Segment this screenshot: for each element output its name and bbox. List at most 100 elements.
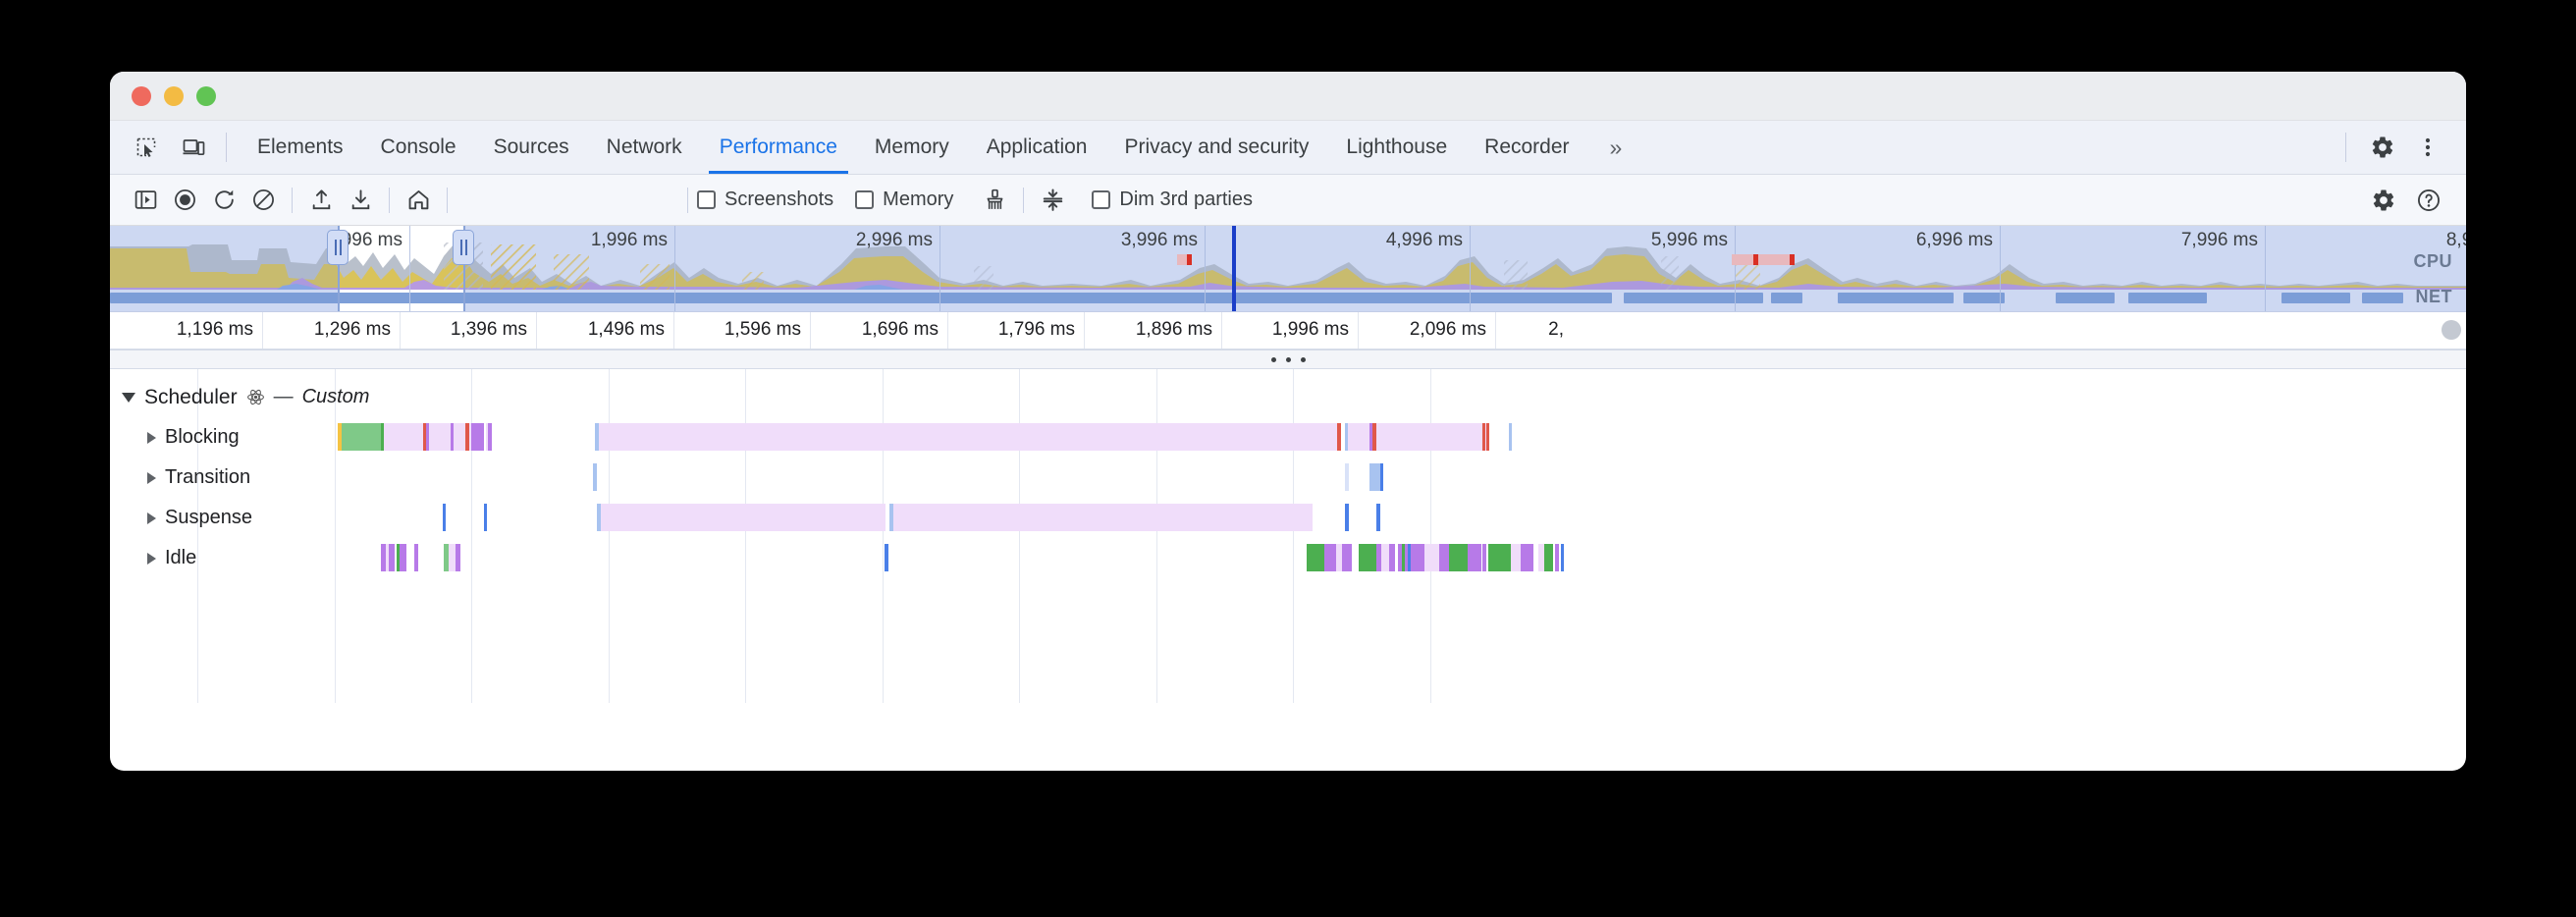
flame-span[interactable] — [384, 423, 423, 451]
flame-span[interactable] — [1380, 463, 1383, 491]
inspect-element-icon[interactable] — [126, 127, 167, 168]
flame-span[interactable] — [1555, 544, 1559, 571]
flame-span[interactable] — [1521, 544, 1533, 571]
flame-span[interactable] — [342, 423, 381, 451]
save-profile-icon[interactable] — [341, 181, 380, 220]
tab-memory[interactable]: Memory — [874, 135, 949, 158]
flame-span[interactable] — [1482, 423, 1485, 451]
flame-span[interactable] — [1424, 544, 1439, 571]
flame-span[interactable] — [1324, 544, 1336, 571]
flame-span[interactable] — [601, 504, 886, 531]
timing-marker[interactable] — [1187, 254, 1192, 265]
flame-span[interactable] — [595, 423, 599, 451]
flame-span[interactable] — [1376, 504, 1380, 531]
flame-span[interactable] — [1405, 544, 1408, 571]
flame-span[interactable] — [1561, 544, 1564, 571]
timing-marker[interactable] — [1790, 254, 1795, 265]
more-vertical-icon[interactable] — [2407, 127, 2448, 168]
tab-network[interactable]: Network — [606, 135, 682, 158]
track-row[interactable]: Idle — [110, 538, 2466, 578]
timing-marker[interactable] — [1732, 254, 1753, 265]
chevron-down-icon[interactable] — [122, 392, 135, 403]
flame-span[interactable] — [465, 423, 469, 451]
flame-span[interactable] — [1402, 544, 1405, 571]
flame-span[interactable] — [454, 423, 465, 451]
flame-span[interactable] — [456, 544, 460, 571]
flame-span[interactable] — [471, 423, 484, 451]
flame-span[interactable] — [1376, 544, 1381, 571]
flame-span[interactable] — [1342, 544, 1352, 571]
flame-span[interactable] — [597, 504, 601, 531]
timing-marker[interactable] — [1753, 254, 1758, 265]
track-label-suspense[interactable]: Suspense — [147, 498, 252, 538]
track-row[interactable]: Suspense — [110, 498, 2466, 538]
flame-span[interactable] — [1468, 544, 1481, 571]
flame-span[interactable] — [889, 504, 893, 531]
flame-span[interactable] — [469, 423, 471, 451]
tab-console[interactable]: Console — [380, 135, 456, 158]
flame-span[interactable] — [386, 544, 389, 571]
flame-span[interactable] — [338, 423, 342, 451]
flame-span[interactable] — [1372, 423, 1376, 451]
flame-span[interactable] — [414, 544, 418, 571]
flame-span[interactable] — [1348, 423, 1369, 451]
memory-checkbox-box[interactable] — [855, 190, 875, 209]
flame-span[interactable] — [1345, 504, 1349, 531]
close-window-button[interactable] — [132, 85, 151, 106]
screenshots-checkbox[interactable]: Screenshots — [697, 189, 833, 211]
track-label-blocking[interactable]: Blocking — [147, 417, 240, 458]
dim-3rd-parties-checkbox[interactable]: Dim 3rd parties — [1092, 189, 1253, 211]
track-row[interactable]: Transition — [110, 458, 2466, 498]
selection-start-handle[interactable] — [327, 230, 349, 265]
flame-span[interactable] — [1511, 544, 1521, 571]
idle-track-bars[interactable] — [110, 538, 2466, 578]
record-icon[interactable] — [165, 181, 204, 220]
reload-and-record-icon[interactable] — [204, 181, 243, 220]
suspense-track-bars[interactable] — [110, 498, 2466, 538]
flame-span[interactable] — [1337, 423, 1341, 451]
flame-span[interactable] — [1544, 544, 1553, 571]
home-icon[interactable] — [399, 181, 438, 220]
chevron-right-icon[interactable] — [147, 552, 156, 565]
flame-span[interactable] — [426, 423, 429, 451]
flame-span[interactable] — [1359, 544, 1376, 571]
tab-privacy-and-security[interactable]: Privacy and security — [1124, 135, 1310, 158]
help-icon[interactable] — [2409, 181, 2448, 220]
settings-gear-icon[interactable] — [2362, 127, 2403, 168]
clear-icon[interactable] — [243, 181, 283, 220]
flame-span[interactable] — [1389, 544, 1395, 571]
flame-span[interactable] — [449, 544, 456, 571]
flame-span[interactable] — [423, 423, 426, 451]
flame-span[interactable] — [451, 423, 454, 451]
flame-span[interactable] — [429, 423, 451, 451]
flame-span[interactable] — [486, 423, 488, 451]
flame-span[interactable] — [1345, 423, 1348, 451]
device-toolbar-icon[interactable] — [173, 127, 214, 168]
tab-lighthouse[interactable]: Lighthouse — [1346, 135, 1448, 158]
vertical-scrollbar-thumb[interactable] — [2442, 320, 2461, 340]
zoom-window-button[interactable] — [196, 85, 216, 106]
flame-span[interactable] — [1398, 544, 1402, 571]
transition-track-bars[interactable] — [110, 458, 2466, 498]
memory-checkbox[interactable]: Memory — [855, 189, 953, 211]
flamechart-tracks[interactable]: Scheduler — Custom Blocking — [110, 369, 2466, 703]
load-profile-icon[interactable] — [301, 181, 341, 220]
flame-span[interactable] — [1439, 544, 1449, 571]
capture-settings-gear-icon[interactable] — [2364, 181, 2403, 220]
tab-performance[interactable]: Performance — [701, 121, 856, 174]
chevron-right-icon[interactable] — [147, 471, 156, 484]
flame-span[interactable] — [885, 544, 888, 571]
timeline-overview[interactable]: 996 ms 1,996 ms 2,996 ms 3,996 ms 4,996 … — [110, 226, 2466, 312]
flame-span[interactable] — [444, 544, 449, 571]
flame-span[interactable] — [1376, 423, 1487, 451]
collapse-tracks-icon[interactable] — [1033, 181, 1072, 220]
flame-span[interactable] — [397, 544, 400, 571]
flame-span[interactable] — [1411, 544, 1424, 571]
flame-span[interactable] — [1352, 544, 1359, 571]
track-label-transition[interactable]: Transition — [147, 458, 250, 498]
flame-span[interactable] — [1486, 423, 1489, 451]
flame-span[interactable] — [381, 544, 386, 571]
track-row[interactable]: Blocking — [110, 417, 2466, 458]
flame-span[interactable] — [1408, 544, 1411, 571]
scheduler-group-label[interactable]: Scheduler — Custom — [122, 377, 369, 417]
